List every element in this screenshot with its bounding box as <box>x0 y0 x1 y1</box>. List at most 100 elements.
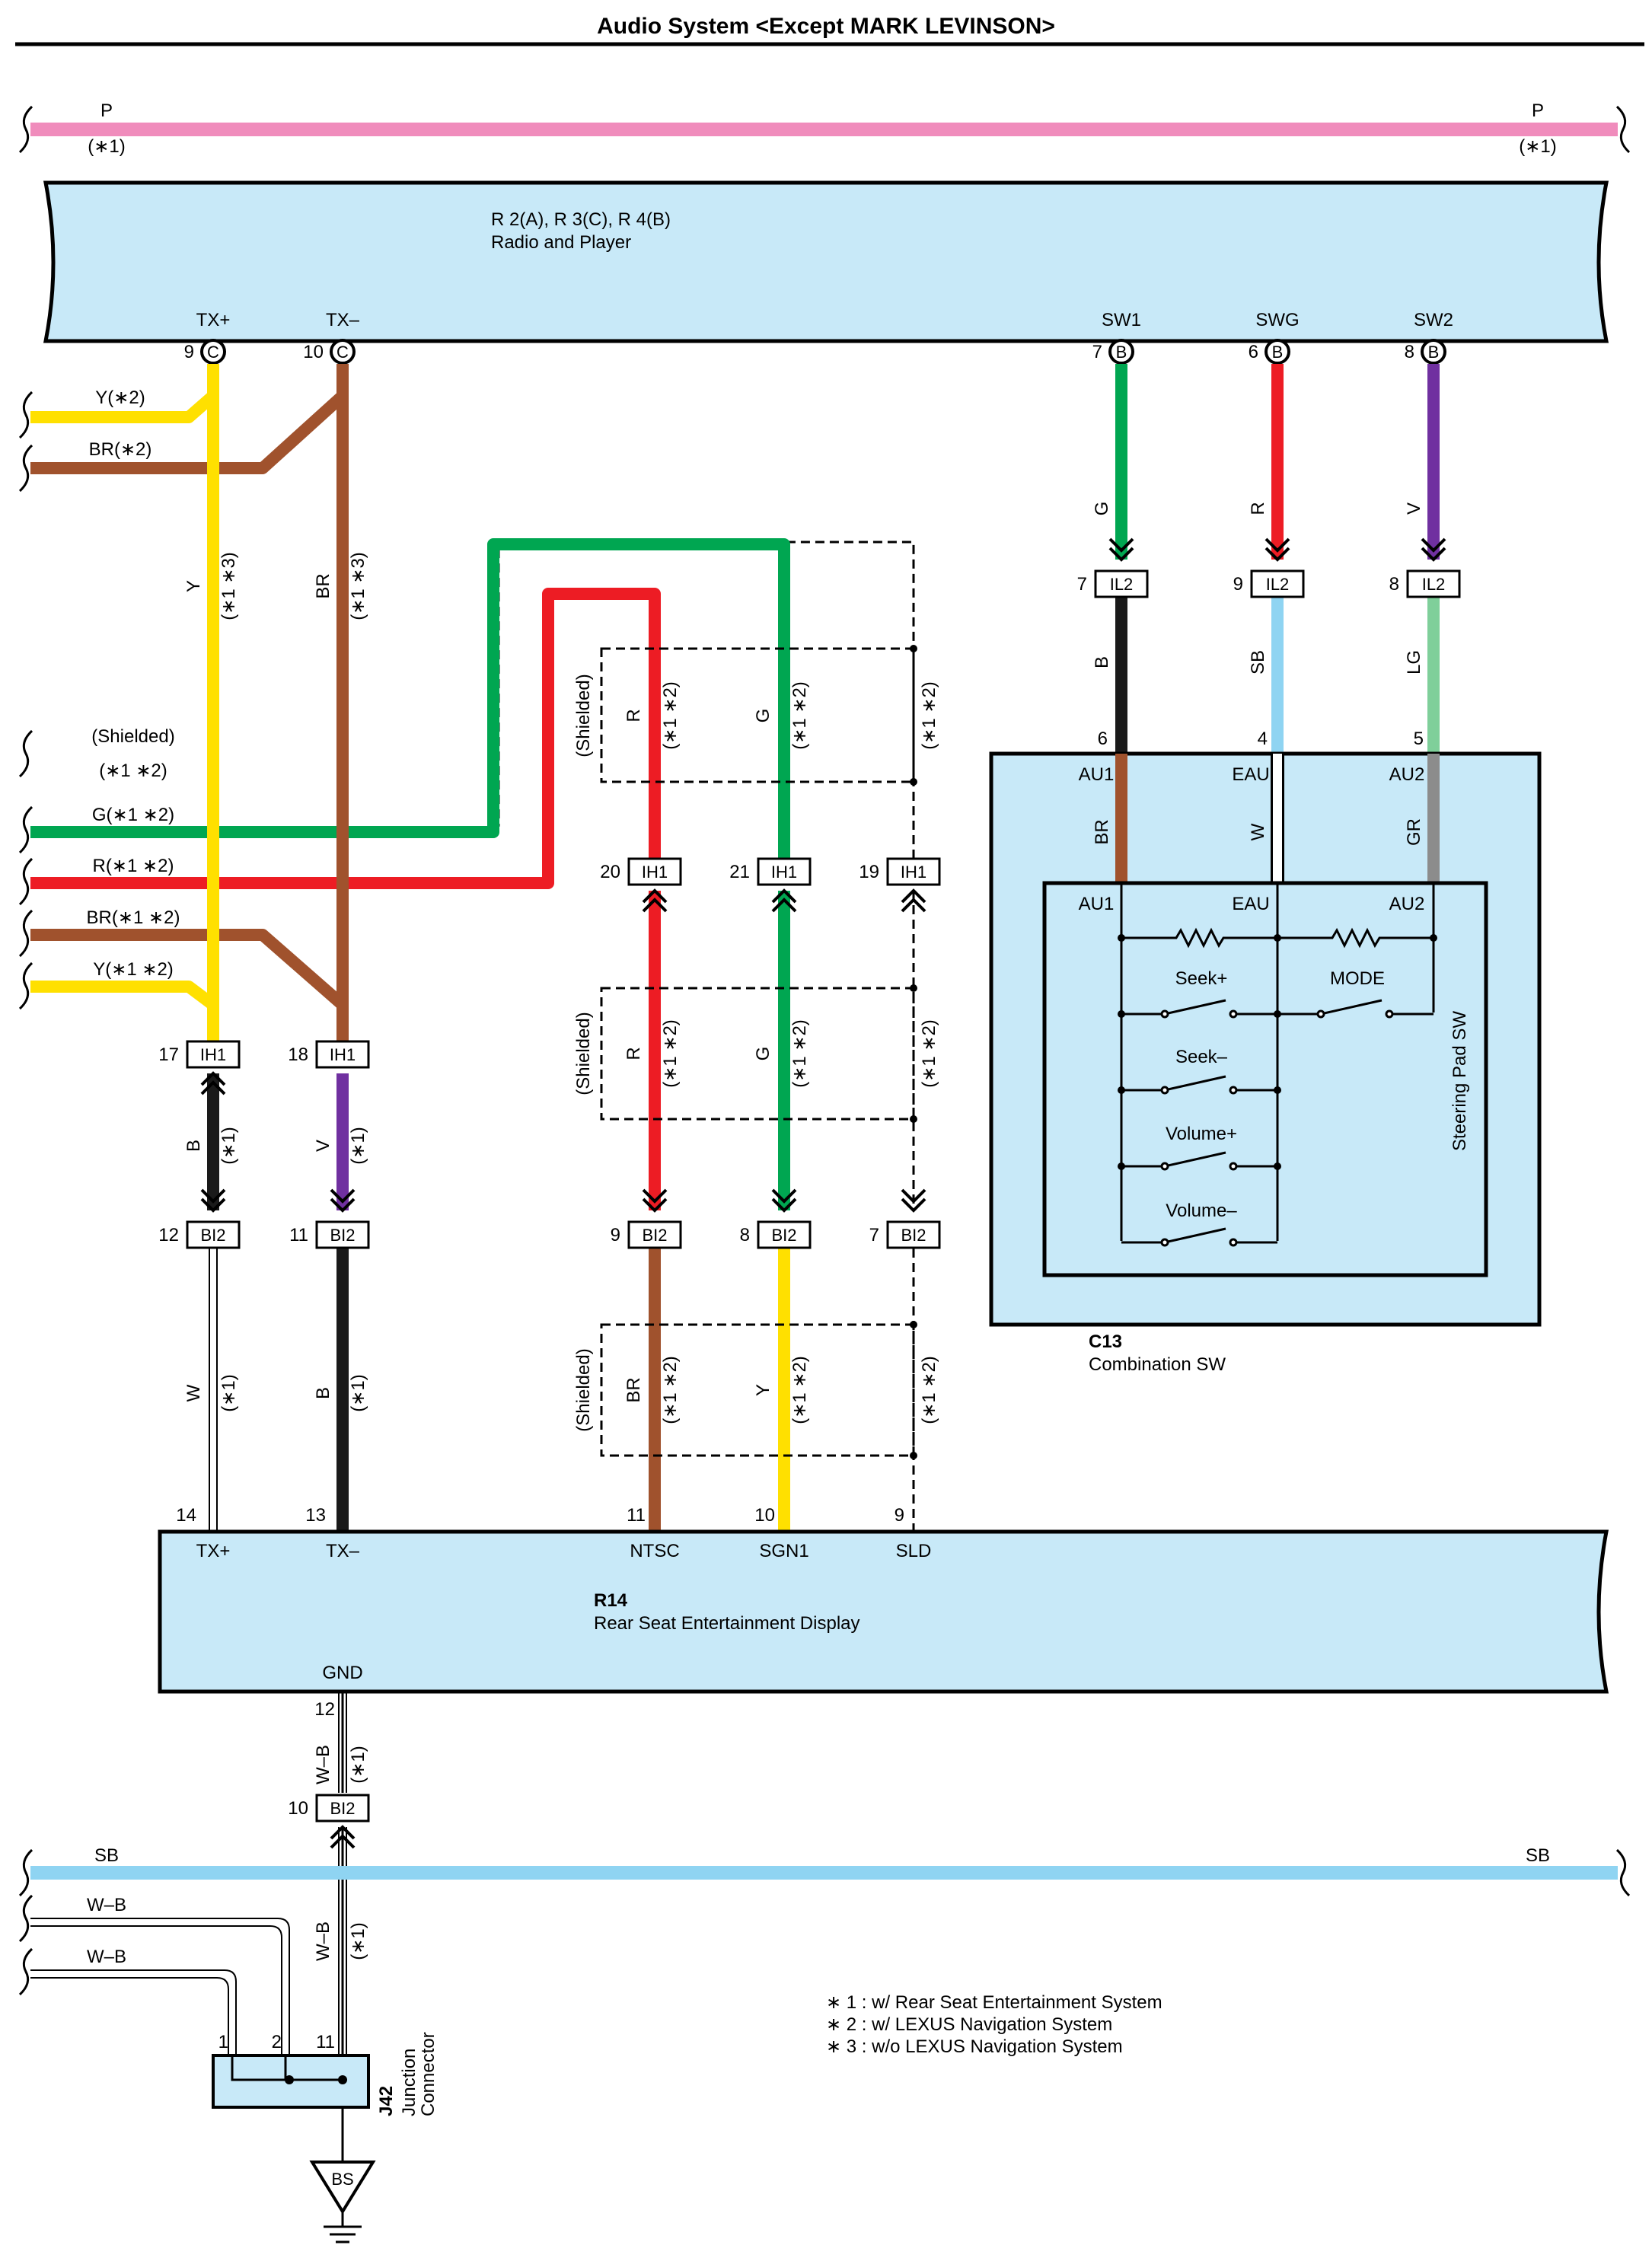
svg-text:19: 19 <box>859 862 879 882</box>
svg-text:IL2: IL2 <box>1422 575 1446 594</box>
svg-text:AU2: AU2 <box>1389 764 1425 785</box>
svg-text:9: 9 <box>1233 574 1243 595</box>
svg-text:(∗1): (∗1) <box>348 1127 368 1164</box>
svg-text:7: 7 <box>1092 342 1102 362</box>
svg-text:Y(∗1 ∗2): Y(∗1 ∗2) <box>93 959 174 980</box>
svg-text:R: R <box>1248 502 1268 515</box>
svg-text:LG: LG <box>1404 650 1424 674</box>
svg-text:BI2: BI2 <box>901 1226 926 1245</box>
svg-text:W–B: W–B <box>313 1921 333 1961</box>
svg-text:IL2: IL2 <box>1266 575 1290 594</box>
svg-text:TX–: TX– <box>326 310 360 330</box>
left-input-labels: Y(∗2) BR(∗2) (Shielded) (∗1 ∗2) G(∗1 ∗2)… <box>87 387 180 980</box>
svg-text:G: G <box>753 1047 773 1061</box>
switch-volume-plus: Volume+ <box>1166 1124 1237 1144</box>
svg-text:Y: Y <box>753 1384 773 1396</box>
svg-text:Connector: Connector <box>418 2032 439 2116</box>
svg-text:9: 9 <box>184 342 194 362</box>
ground-input-label-1: W–B <box>87 1895 126 1915</box>
svg-text:SW2: SW2 <box>1414 310 1453 330</box>
svg-text:SB: SB <box>94 1845 119 1866</box>
combination-sw-name: Combination SW <box>1089 1354 1226 1375</box>
svg-text:G: G <box>1092 502 1112 516</box>
radio-and-player-box: R 2(A), R 3(C), R 4(B) Radio and Player … <box>43 180 1609 343</box>
svg-text:BR: BR <box>313 573 333 598</box>
svg-text:(∗1 ∗2): (∗1 ∗2) <box>919 1356 939 1424</box>
svg-text:C: C <box>207 343 219 362</box>
svg-text:BI2: BI2 <box>771 1226 796 1245</box>
svg-text:BS: BS <box>331 2170 353 2189</box>
power-line: P P (∗1) (∗1) <box>18 100 1631 157</box>
svg-text:V: V <box>1404 502 1424 515</box>
svg-text:J42: J42 <box>376 2086 397 2116</box>
ground-symbol: BS <box>309 2107 376 2243</box>
svg-text:(∗1): (∗1) <box>348 1922 368 1960</box>
svg-text:G: G <box>753 709 773 723</box>
svg-text:(Shielded): (Shielded) <box>573 674 594 757</box>
svg-text:9: 9 <box>611 1225 620 1245</box>
svg-text:BR: BR <box>623 1377 644 1402</box>
svg-text:IH1: IH1 <box>642 863 668 882</box>
svg-text:SW1: SW1 <box>1102 310 1141 330</box>
svg-text:(∗1 ∗2): (∗1 ∗2) <box>789 1019 810 1088</box>
svg-text:V: V <box>313 1140 333 1152</box>
svg-text:B: B <box>313 1387 333 1399</box>
svg-text:TX–: TX– <box>326 1541 360 1561</box>
svg-text:7: 7 <box>869 1225 879 1245</box>
switch-volume-minus: Volume– <box>1166 1201 1237 1221</box>
svg-text:7: 7 <box>1077 574 1087 595</box>
note-3: ∗ 3 : w/o LEXUS Navigation System <box>826 2036 1123 2057</box>
svg-text:B: B <box>1092 656 1112 668</box>
left-break-marks <box>18 391 1631 1996</box>
shield-labels: (Shielded) R (∗1 ∗2) G (∗1 ∗2) (∗1 ∗2) (… <box>573 674 939 1431</box>
svg-text:EAU: EAU <box>1232 764 1269 785</box>
svg-text:18: 18 <box>288 1044 308 1065</box>
svg-text:14: 14 <box>176 1505 196 1526</box>
switch-seek-minus: Seek– <box>1175 1047 1228 1067</box>
steering-pad-sw: AU1 EAU AU2 Steering Pad SW Seek+ MODE S… <box>1042 881 1488 1277</box>
svg-text:BR: BR <box>1092 819 1112 844</box>
svg-text:11: 11 <box>627 1505 646 1526</box>
svg-text:8: 8 <box>1405 342 1414 362</box>
svg-text:AU2: AU2 <box>1389 894 1425 914</box>
svg-text:SB: SB <box>1248 650 1268 674</box>
svg-text:BI2: BI2 <box>330 1226 355 1245</box>
junction-connector: 1 2 11 J42 Junction Connector <box>212 2032 439 2116</box>
svg-text:B: B <box>1428 343 1440 362</box>
svg-text:10: 10 <box>754 1505 775 1526</box>
svg-text:11: 11 <box>316 2032 335 2052</box>
svg-text:BR(∗2): BR(∗2) <box>89 439 152 460</box>
combination-sw-box: 6 4 5 AU1 EAU AU2 BR W GR C13 Combinatio… <box>989 729 1542 1375</box>
svg-text:10: 10 <box>303 342 324 362</box>
svg-text:EAU: EAU <box>1232 894 1269 914</box>
sb-line: SB SB <box>30 1845 1618 1880</box>
svg-text:Y: Y <box>183 580 204 592</box>
svg-text:R(∗1 ∗2): R(∗1 ∗2) <box>93 856 174 876</box>
svg-text:AU1: AU1 <box>1079 764 1115 785</box>
radio-name: Radio and Player <box>491 232 631 253</box>
svg-text:(Shielded): (Shielded) <box>91 726 174 747</box>
display-ref: R14 <box>594 1590 628 1611</box>
svg-text:BI2: BI2 <box>330 1799 355 1818</box>
footnotes: ∗ 1 : w/ Rear Seat Entertainment System … <box>826 1992 1162 2057</box>
svg-text:BI2: BI2 <box>200 1226 225 1245</box>
radio-ref: R 2(A), R 3(C), R 4(B) <box>491 209 671 230</box>
svg-text:GR: GR <box>1404 818 1424 846</box>
svg-text:13: 13 <box>305 1505 326 1526</box>
svg-text:C: C <box>336 343 349 362</box>
svg-text:(∗1 ∗3): (∗1 ∗3) <box>348 552 368 620</box>
svg-text:(∗1): (∗1) <box>218 1374 239 1411</box>
note-2: ∗ 2 : w/ LEXUS Navigation System <box>826 2014 1112 2035</box>
combination-sw-ref: C13 <box>1089 1331 1122 1352</box>
svg-text:12: 12 <box>314 1699 335 1720</box>
switch-mode: MODE <box>1330 968 1385 989</box>
rear-seat-display-box: 14 13 11 10 9 TX+ TX– NTSC SGN1 SLD R14 … <box>158 1505 1609 1694</box>
svg-text:(Shielded): (Shielded) <box>573 1012 594 1095</box>
svg-text:W–B: W–B <box>313 1745 333 1784</box>
svg-text:SB: SB <box>1526 1845 1550 1866</box>
svg-text:17: 17 <box>158 1044 179 1065</box>
svg-text:R: R <box>623 1047 644 1060</box>
